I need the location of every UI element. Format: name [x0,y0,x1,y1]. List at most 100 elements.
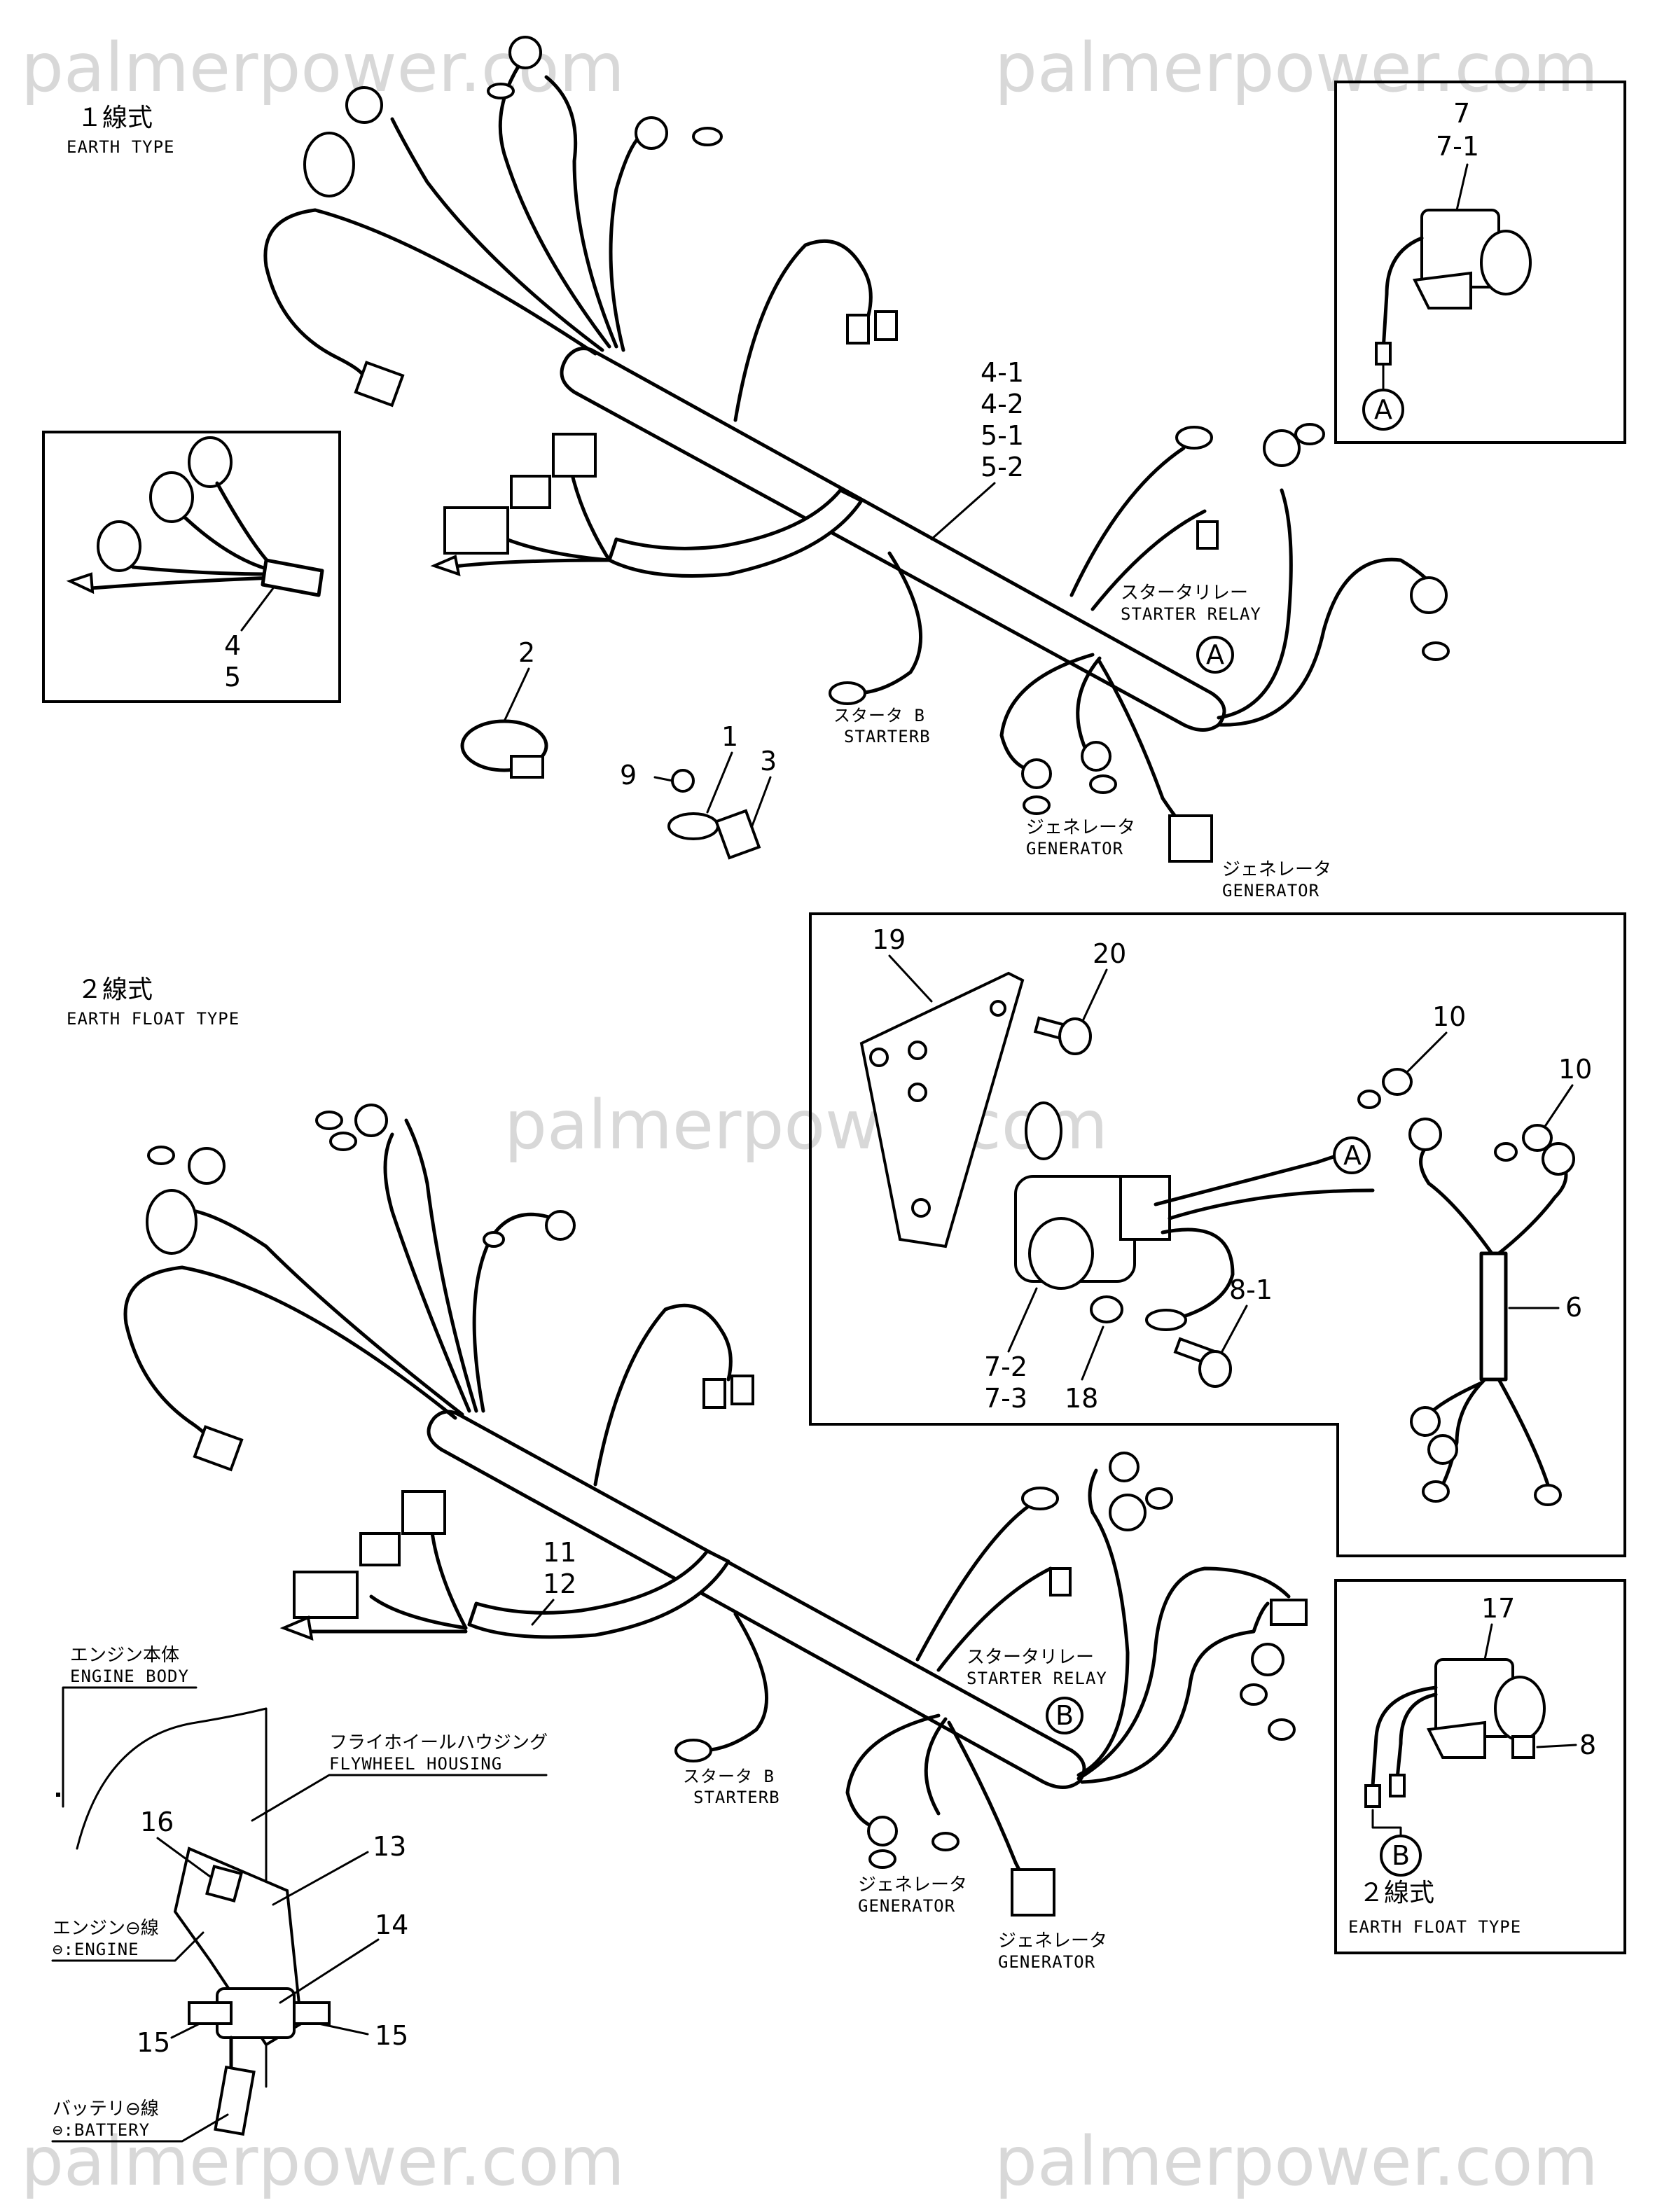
flywheel-label-jp: フライホイールハウジング [329,1732,548,1753]
branch-tube-left-b [467,1549,730,1639]
main-harness-tube-b [427,1410,1086,1789]
engine-body-leader [62,1686,198,1808]
relay-face-detail [1028,1217,1094,1290]
relay-b-terminal-2 [1389,1774,1406,1797]
part-num-12: 12 [543,1568,576,1599]
leader-8-1 [1221,1305,1248,1353]
leader-10-b [1543,1084,1574,1129]
bracket-hole-2 [908,1041,927,1060]
leader-clamp [503,667,530,723]
callout-a-top: A [1206,639,1224,670]
starter-relay-label-jp-b: スタータリレー [967,1647,1094,1668]
connector-block-large [443,506,509,555]
relay-cap-a [1480,230,1532,295]
leader-16 [156,1837,212,1878]
engine-body-label-jp: エンジン本体 [70,1645,179,1666]
subharness-cap-1 [1408,1118,1442,1151]
leader-17 [1483,1623,1493,1661]
leader-15-right [317,2022,369,2036]
generator-terminal-2 [1081,741,1111,772]
engine-neg-label-en: ⊖:ENGINE [53,1940,139,1959]
engine-body-label-en: ENGINE BODY [70,1667,189,1686]
part-num-7-2: 7-2 [984,1351,1027,1382]
generator-b-ring-1 [868,1849,896,1869]
wire-upper-4 [609,131,646,352]
subharness-ring-4 [1534,1484,1562,1506]
wire-upper-5 [263,208,597,380]
wire-b-starter-b [698,1612,769,1753]
bullet-b-terminal [279,1615,314,1641]
relay-box-a-frame [1334,81,1626,444]
terminal-b-right-cap-2 [1109,1452,1140,1482]
terminal-cap-2 [508,36,542,69]
relay-ground-wire [1161,1227,1235,1319]
starter-relay-label-jp: スタータリレー [1121,583,1248,604]
relay-box-a: 7 7-1 A [1334,81,1626,444]
wire-starter-b [852,551,923,695]
relay-cap-b [1494,1676,1546,1741]
relay-b-leader-callout [1371,1809,1402,1836]
inset-socket-1 [188,436,233,488]
connector-b-2pin [193,1425,244,1472]
part-num-15-right: 15 [375,2020,408,2051]
subharness-wire-2 [1497,1167,1568,1255]
wire-b-starter-relay [915,1503,1032,1662]
starter-b-label-jp-b: スタータ B [683,1767,775,1786]
inset-socket-2 [149,471,194,523]
terminal-b-cap-2 [354,1104,388,1137]
terminal-cap-1 [345,86,383,124]
relay-a-wire [1381,236,1424,352]
part-num-5-2: 5-2 [981,452,1024,482]
ground-terminal-1 [667,812,719,840]
wire-relay-connector [1090,509,1207,611]
starter-b-ring-b [674,1739,712,1762]
starter-relay-label-en: STARTER RELAY [1121,604,1261,624]
callout-b-circle-box [1380,1835,1422,1877]
washer-10-b [1494,1142,1518,1162]
earth-float-label-jp: ２線式 [77,975,153,1004]
terminal-b-right-ring-3 [1268,1718,1296,1741]
connector-b-block-large [293,1571,359,1619]
hose-clamp-screw [510,755,544,779]
part-num-8: 8 [1579,1730,1596,1760]
terminal-ring-right-1 [1294,423,1325,445]
part-num-1: 1 [721,721,738,752]
terminal-b-cap-1 [188,1147,226,1185]
wire-b-right-2 [1076,1566,1291,1781]
part-num-6: 6 [1565,1292,1582,1323]
earth-type-label-jp: １線式 [77,104,153,132]
part-num-3: 3 [760,746,777,777]
inset-bullet [66,572,95,594]
earth-type-harness: １線式 EARTH TYPE スタータ B STARTE [67,36,1450,900]
generator-terminal-1 [1021,758,1052,789]
connector-b-relay-small [1049,1567,1072,1597]
part-num-8-1: 8-1 [1229,1274,1273,1305]
leader-inset [240,587,275,632]
starter-b-label-en: STARTERB [844,727,931,746]
generator-b-connector [1011,1868,1055,1917]
relay-to-a-wire-2 [1168,1188,1375,1220]
part-num-7-3: 7-3 [984,1383,1027,1414]
wire-b-upper-5 [123,1265,457,1445]
connector-top-b [874,310,898,341]
part-num-10-a: 10 [1432,1001,1466,1032]
nut-10-a [1382,1068,1413,1096]
leader-20 [1081,968,1108,1024]
washer-10-a [1357,1090,1381,1109]
starter-b-label-en-b: STARTERB [693,1788,780,1807]
watermark-top-right: palmerpower.com [995,29,1598,107]
terminal-cap-right-2 [1410,576,1448,614]
callout-a-box: A [1374,394,1392,425]
leader-19 [888,954,933,1003]
callout-b-circle-main [1046,1697,1083,1734]
part-num-11: 11 [543,1537,576,1568]
relay-terminal-block [1119,1175,1171,1241]
wire-b-lower-1 [429,1517,468,1630]
subharness-wire-3 [1441,1377,1487,1487]
wire-b-right-1 [1076,1468,1130,1777]
callout-b-main: B [1055,1700,1074,1731]
part-num-5: 5 [224,662,241,693]
relay-boot-detail [1025,1101,1062,1160]
relay-a-terminal [1375,342,1392,366]
